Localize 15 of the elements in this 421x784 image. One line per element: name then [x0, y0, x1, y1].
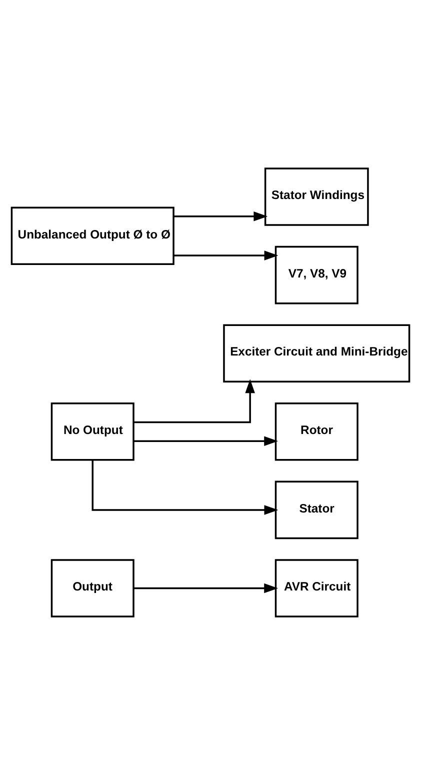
node-box: Output: [50, 558, 134, 617]
arrow: [92, 460, 278, 514]
node-box: Stator: [274, 480, 358, 539]
arrow: [174, 210, 268, 221]
node-box: No Output: [50, 402, 134, 460]
node-box: Rotor: [274, 402, 358, 460]
arrow: [134, 436, 278, 446]
node-box: V7, V8, V9: [274, 245, 358, 304]
node-box: Exciter Circuit and Mini-Bridge: [223, 324, 410, 382]
node-box: Stator Windings: [264, 167, 369, 226]
arrow: [134, 582, 278, 593]
node-box: AVR Circuit: [274, 558, 358, 617]
node-box: Unbalanced Output Ø to Ø: [10, 206, 174, 265]
arrow: [174, 250, 278, 260]
arrow: [134, 378, 255, 423]
